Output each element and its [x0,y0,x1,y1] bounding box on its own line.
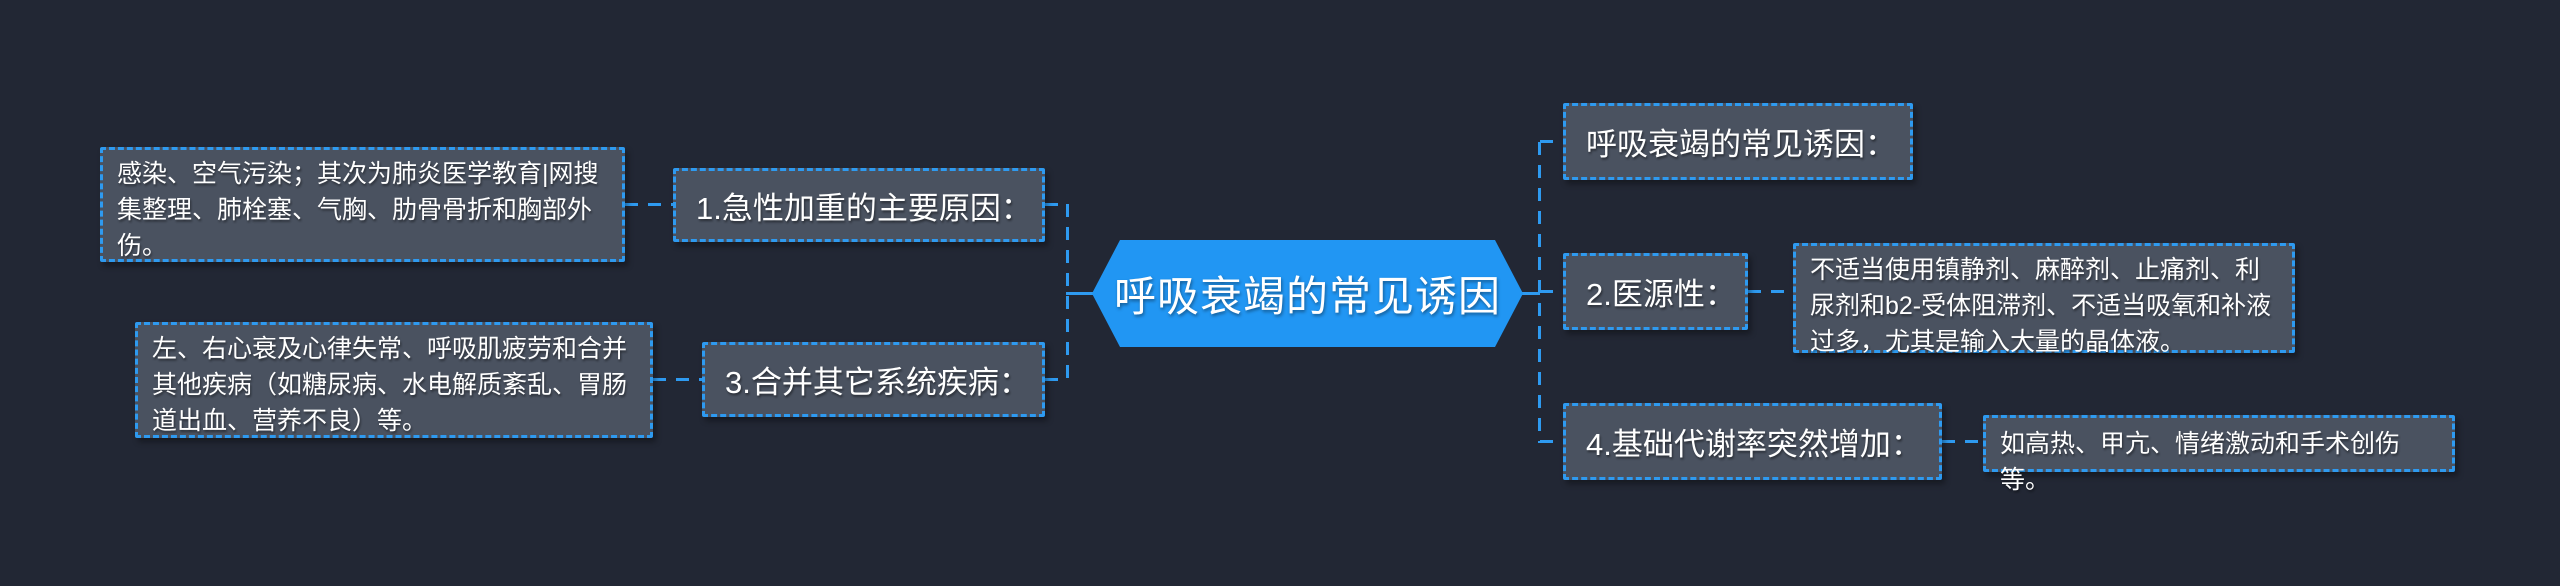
branch-node-metabolic-rate-increase[interactable]: 4.基础代谢率突然增加： [1563,403,1942,480]
connector-detail3-to-node3 [653,378,702,381]
connector-leftspine-to-root [1066,292,1094,295]
connector-node1-to-leftspine [1045,203,1068,206]
connector-rightspine-to-topic [1540,140,1563,143]
connector-rightspine-to-node4 [1540,440,1563,443]
connector-node3-to-leftspine [1045,378,1068,381]
root-node[interactable]: 呼吸衰竭的常见诱因 [1092,240,1523,347]
branch-node-acute-exacerbation[interactable]: 1.急性加重的主要原因： [673,168,1045,242]
branch-node-common-causes-topic[interactable]: 呼吸衰竭的常见诱因： [1563,103,1913,180]
detail-box-acute-exacerbation[interactable]: 感染、空气污染；其次为肺炎医学教育|网搜集整理、肺栓塞、气胸、肋骨骨折和胸部外伤… [100,147,625,262]
connector-node4-to-detail4 [1942,440,1983,443]
connector-node2-to-detail2 [1748,290,1793,293]
connector-rightspine-to-node2 [1540,290,1563,293]
branch-node-iatrogenic[interactable]: 2.医源性： [1563,253,1748,330]
detail-box-iatrogenic[interactable]: 不适当使用镇静剂、麻醉剂、止痛剂、利尿剂和b2-受体阻滞剂、不适当吸氧和补液过多… [1793,243,2295,356]
connector-root-to-rightspine [1519,292,1540,295]
connector-detail1-to-node1 [625,203,673,206]
detail-box-other-system-disease[interactable]: 左、右心衰及心律失常、呼吸肌疲劳和合并其他疾病（如糖尿病、水电解质紊乱、胃肠道出… [135,322,653,438]
detail-box-metabolic-rate-increase[interactable]: 如高热、甲亢、情绪激动和手术创伤等。 [1983,415,2455,494]
branch-node-other-system-disease[interactable]: 3.合并其它系统疾病： [702,342,1045,417]
connector-right-spine [1538,142,1541,443]
